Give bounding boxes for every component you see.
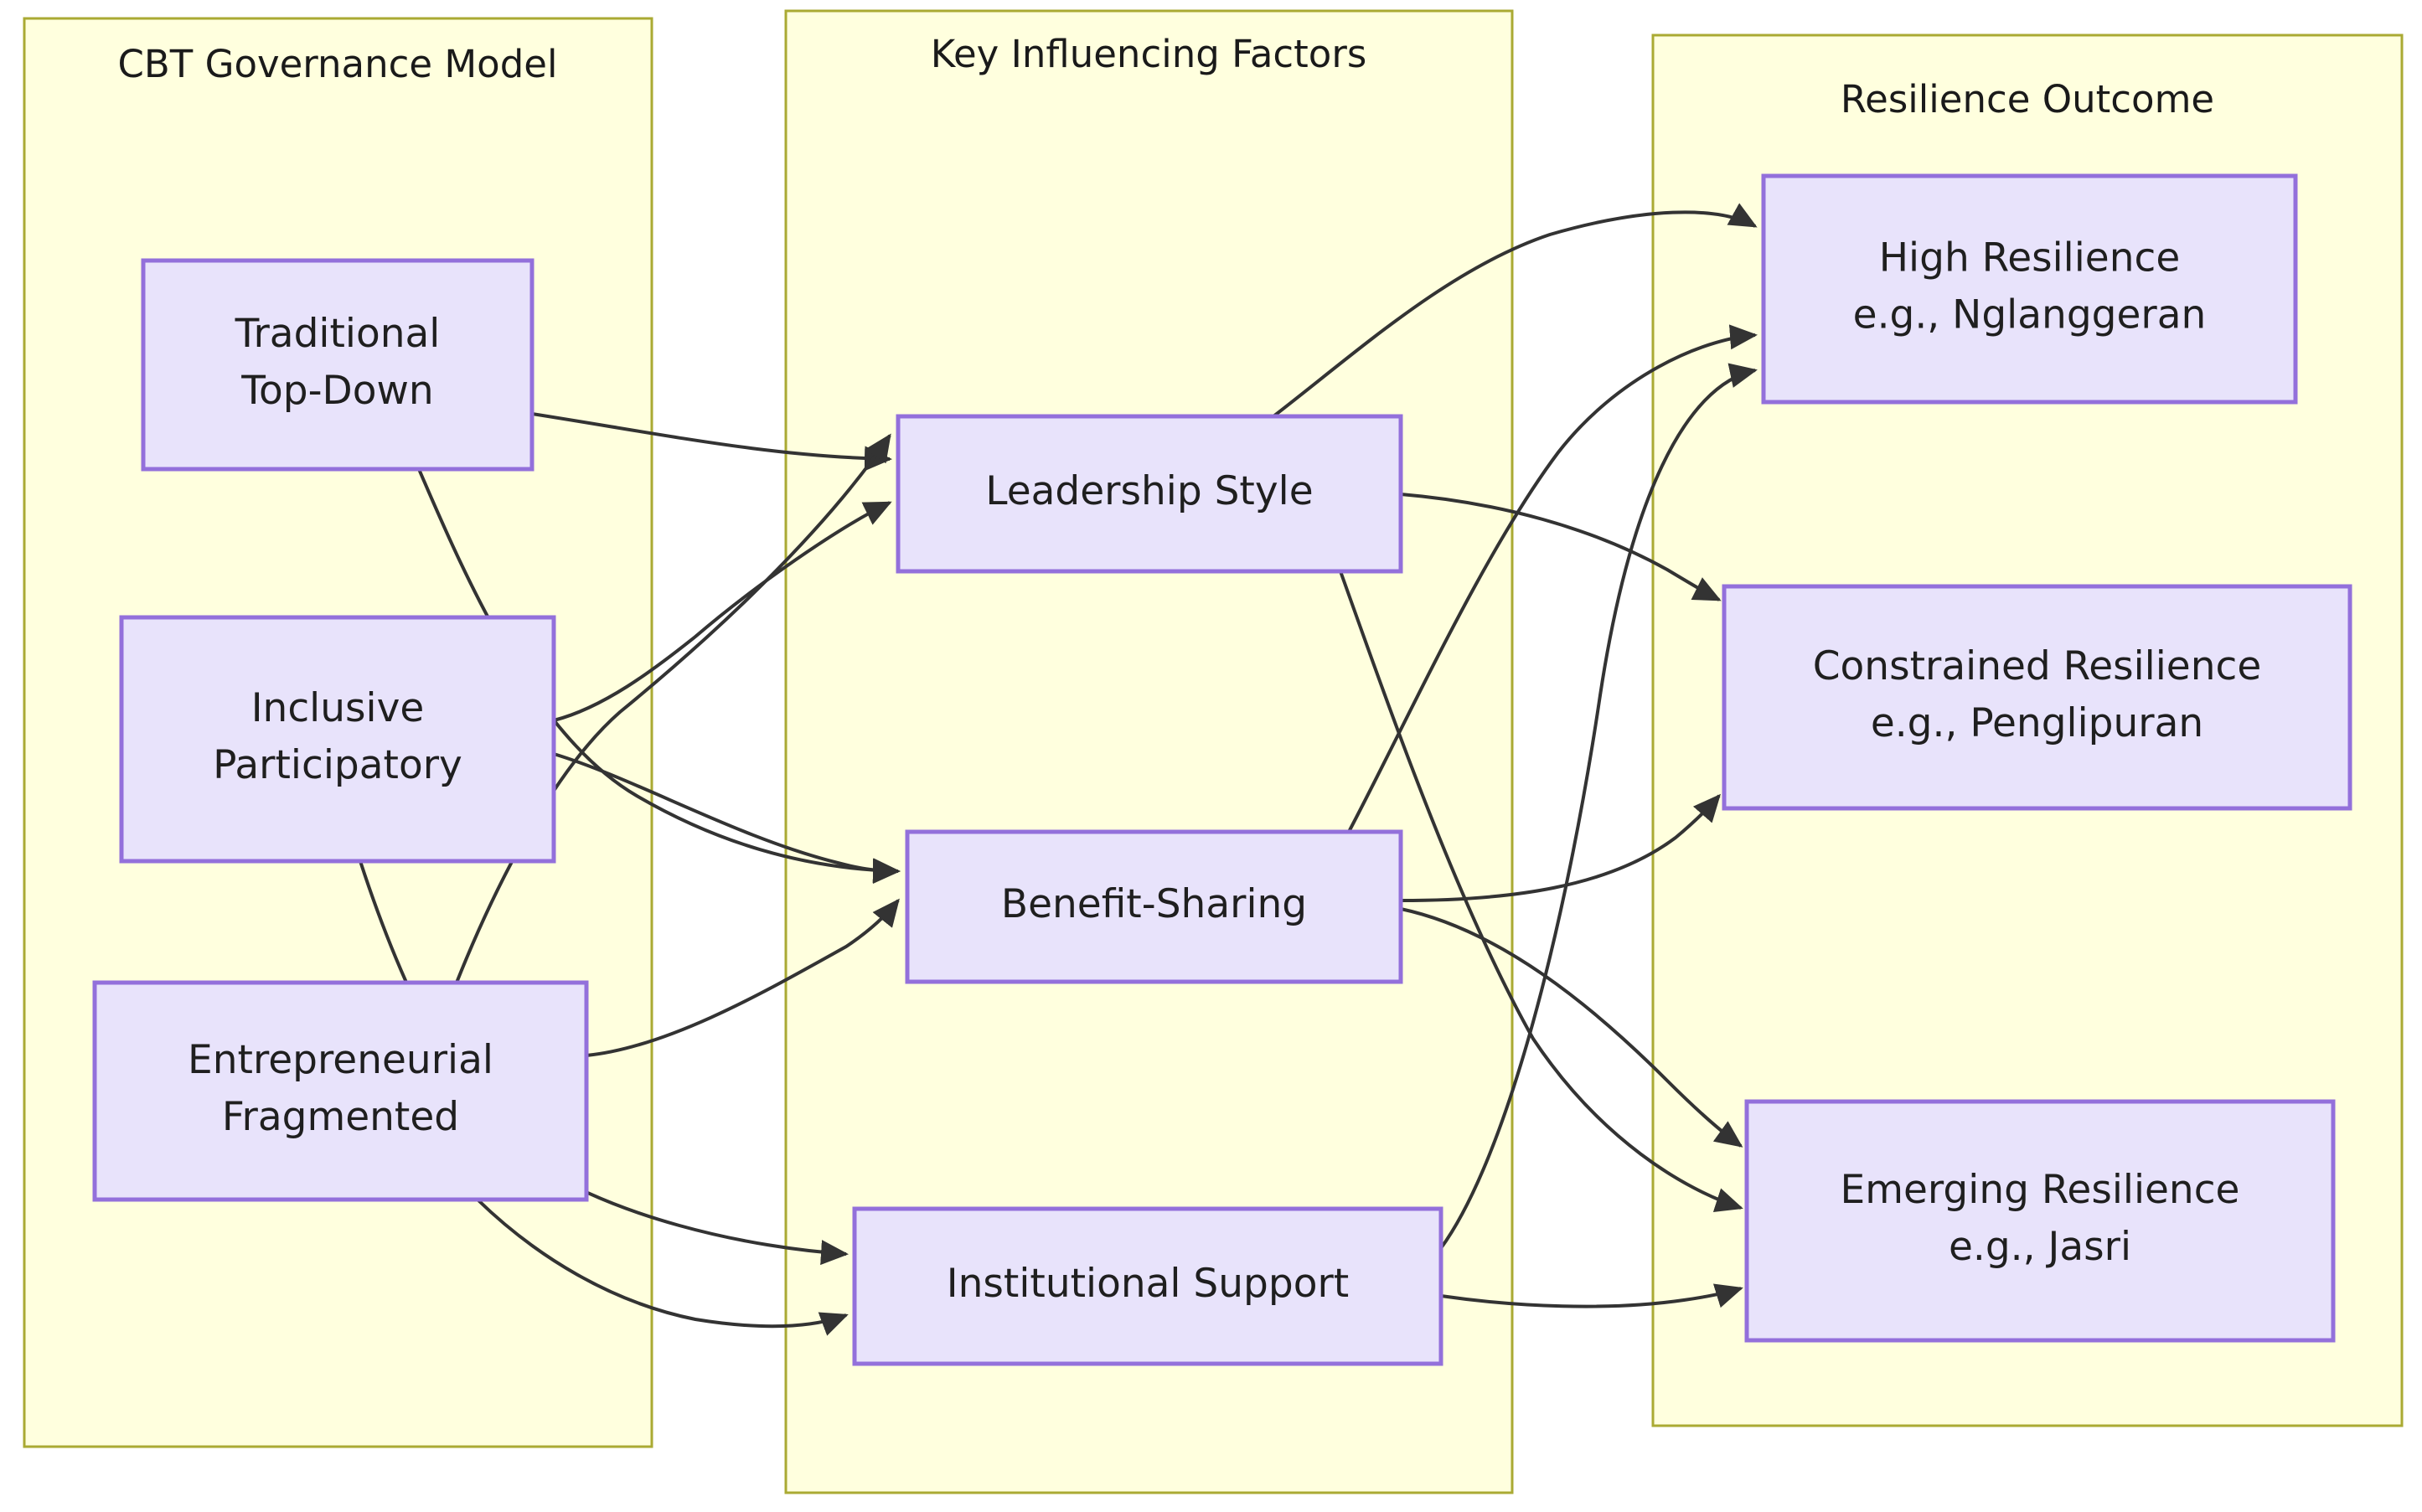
- node-label: Institutional Support: [947, 1261, 1349, 1307]
- node-label: Inclusive: [251, 685, 425, 731]
- edge-entr-to-benefit: [586, 898, 900, 1057]
- edge-lead-to-high: [1272, 203, 1758, 418]
- edge-entr-to-inst: [476, 1198, 849, 1336]
- edge-benefit-to-high: [1347, 324, 1758, 833]
- node-label: e.g., Jasri: [1949, 1224, 2131, 1270]
- node-label: High Resilience: [1879, 235, 2181, 281]
- edge-inst-to-high: [1439, 363, 1758, 1250]
- node-box[interactable]: [1722, 584, 2352, 811]
- node-label: e.g., Nglanggeran: [1853, 292, 2207, 338]
- cluster-title: Resilience Outcome: [1841, 77, 2214, 121]
- node-box[interactable]: [852, 1206, 1443, 1366]
- edge-entr-to-lead: [455, 433, 891, 983]
- node-label: Constrained Resilience: [1813, 643, 2262, 689]
- edge-benefit-to-emerging: [1400, 907, 1743, 1148]
- edge-layer: [359, 203, 1758, 1336]
- node-label: Participatory: [213, 742, 462, 788]
- node-lead[interactable]: Leadership Style: [896, 414, 1403, 574]
- edge-benefit-to-constrained: [1400, 793, 1721, 902]
- node-box[interactable]: [896, 414, 1403, 574]
- node-label: Emerging Resilience: [1841, 1167, 2240, 1213]
- node-inst[interactable]: Institutional Support: [852, 1206, 1443, 1366]
- node-label: Leadership Style: [985, 468, 1313, 514]
- edge-trad-to-lead: [531, 412, 892, 472]
- node-box[interactable]: [92, 980, 589, 1202]
- edge-incl-to-lead: [553, 501, 892, 722]
- node-label: e.g., Penglipuran: [1871, 700, 2203, 746]
- node-box[interactable]: [1744, 1099, 2336, 1343]
- node-label: Benefit-Sharing: [1001, 881, 1307, 927]
- edge-trad-to-benefit: [417, 468, 901, 884]
- node-benefit[interactable]: Benefit-Sharing: [905, 829, 1403, 984]
- node-emerging[interactable]: Emerging Resilience e.g., Jasri: [1744, 1099, 2336, 1343]
- edge-inst-to-emerging: [1440, 1283, 1743, 1308]
- node-label: Fragmented: [222, 1094, 459, 1140]
- cluster-title: Key Influencing Factors: [931, 32, 1367, 76]
- edge-lead-to-constrained: [1400, 493, 1722, 601]
- node-high[interactable]: High Resilience e.g., Nglanggeran: [1761, 173, 2298, 405]
- node-layer: TraditionalTop-DownInclusiveParticipator…: [92, 173, 2352, 1366]
- node-box[interactable]: [141, 258, 534, 472]
- node-label: Top-Down: [240, 368, 433, 414]
- node-box[interactable]: [119, 615, 556, 864]
- edge-incl-to-benefit: [553, 752, 901, 884]
- node-constrained[interactable]: Constrained Resilience e.g., Penglipuran: [1722, 584, 2352, 811]
- cluster-title: CBT Governance Model: [118, 42, 558, 86]
- node-box[interactable]: [905, 829, 1403, 984]
- node-box[interactable]: [1761, 173, 2298, 405]
- node-label: Entrepreneurial: [188, 1037, 493, 1083]
- node-label: Traditional: [235, 311, 441, 357]
- edge-lead-to-emerging: [1339, 570, 1743, 1213]
